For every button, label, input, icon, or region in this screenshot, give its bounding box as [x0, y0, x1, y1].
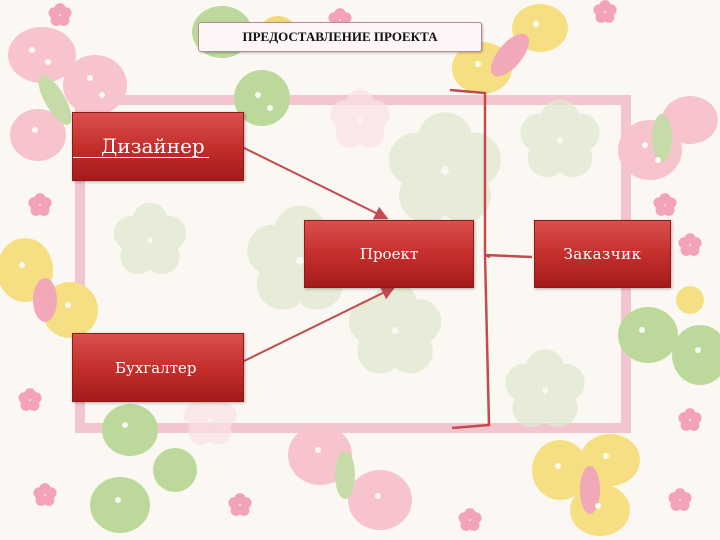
designer-label: Дизайнер [73, 135, 209, 158]
diagram-title: ПРЕДОСТАВЛЕНИЕ ПРОЕКТА [198, 22, 482, 52]
project-node: Проект [304, 220, 474, 288]
title-text: ПРЕДОСТАВЛЕНИЕ ПРОЕКТА [242, 29, 437, 45]
customer-node: Заказчик [534, 220, 671, 288]
customer-label: Заказчик [563, 245, 641, 263]
arrow-accountant-to-project [242, 288, 393, 362]
accountant-node: Бухгалтер [72, 333, 244, 402]
designer-node: Дизайнер [72, 112, 244, 181]
accountant-label: Бухгалтер [73, 359, 196, 377]
project-label: Проект [360, 245, 418, 263]
arrow-designer-to-project [242, 147, 386, 218]
